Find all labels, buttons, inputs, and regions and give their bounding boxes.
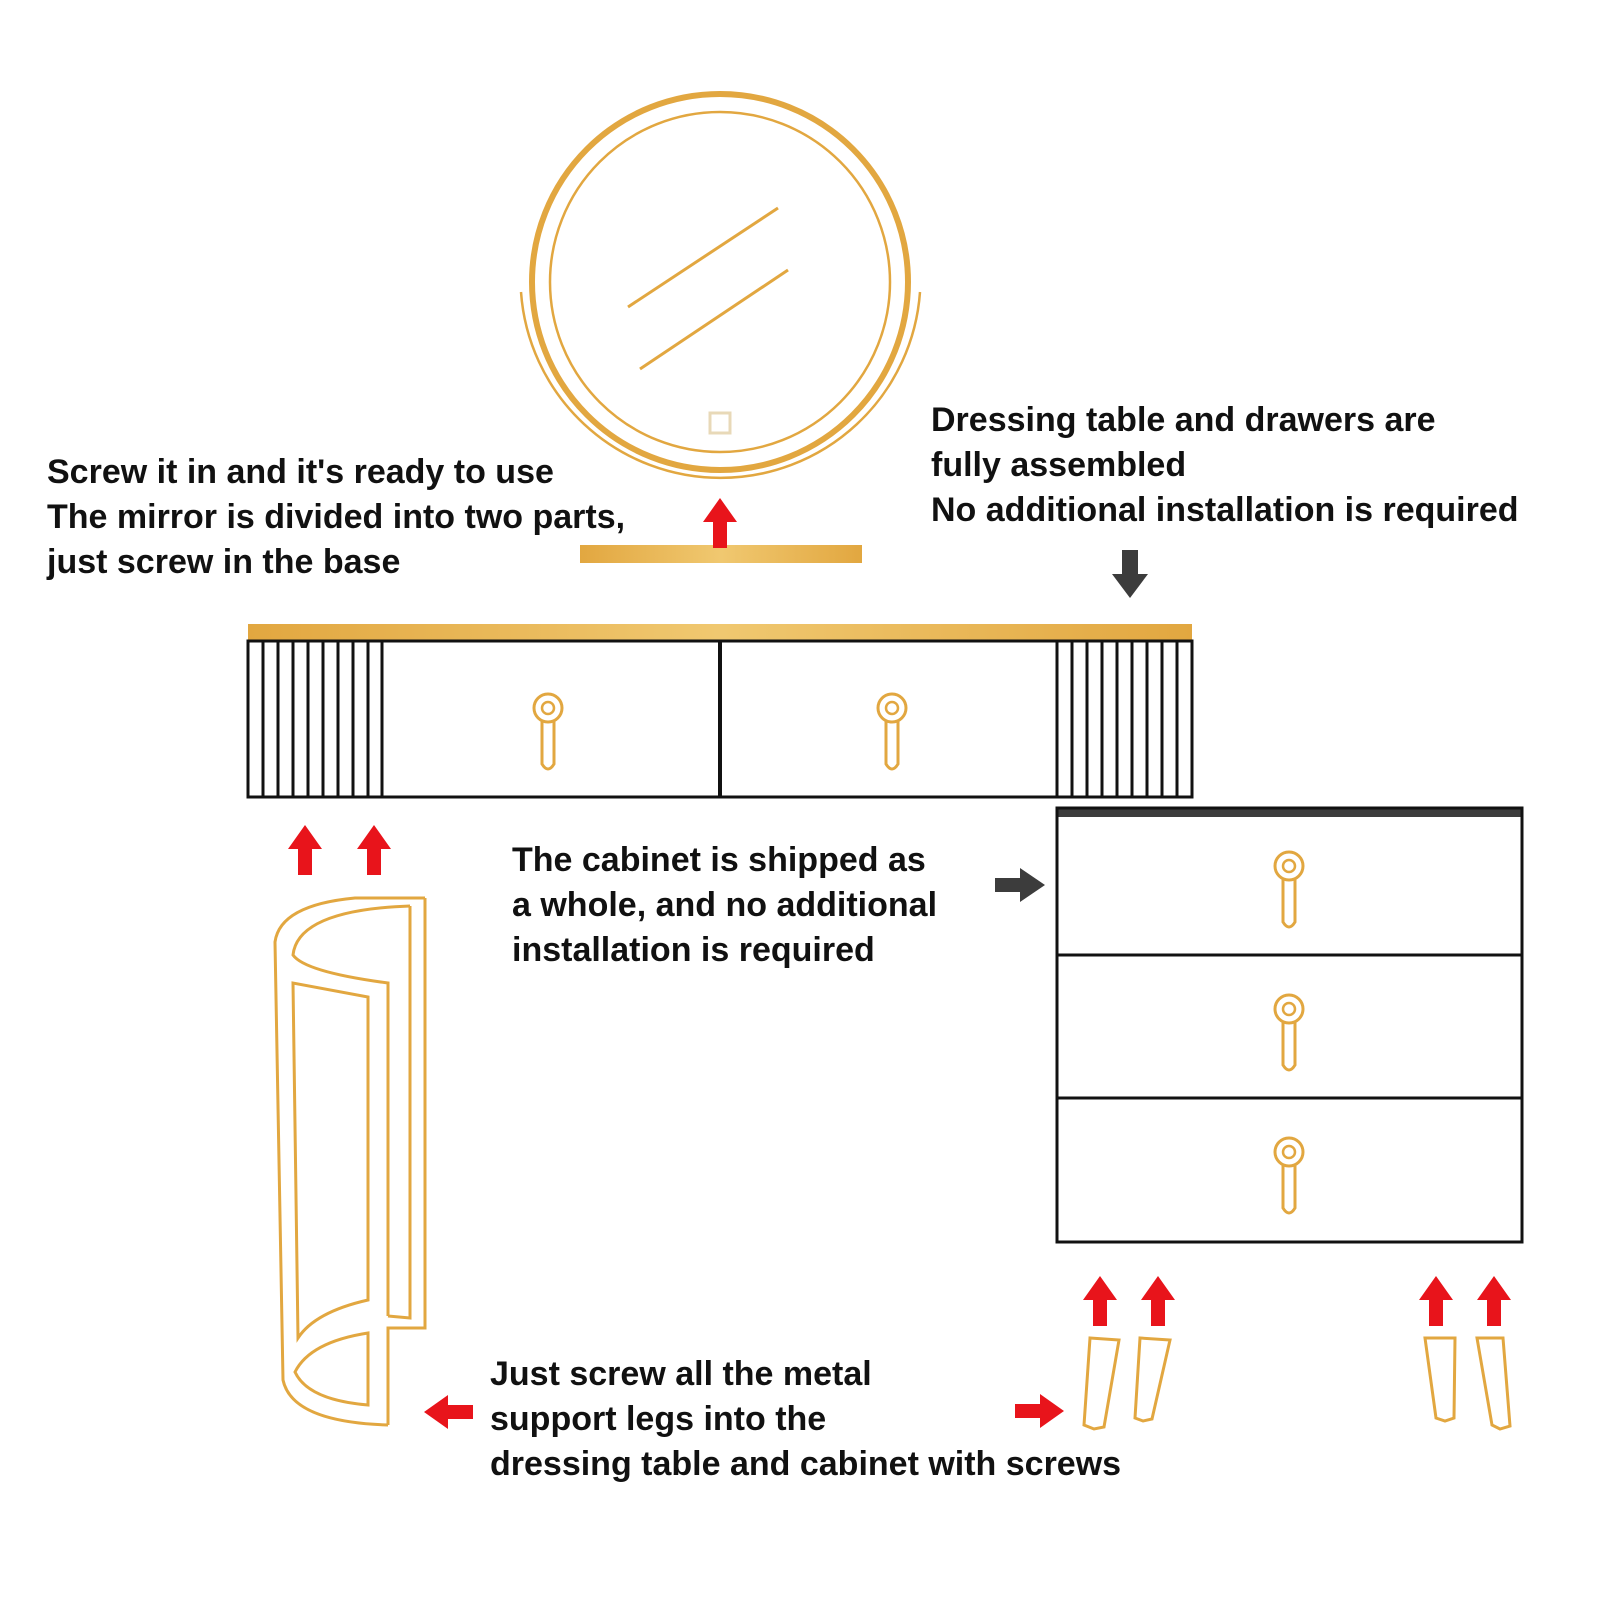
tapered-leg bbox=[1133, 1336, 1172, 1423]
drawer-pull-icon bbox=[1273, 993, 1305, 1072]
table-assembly-note: Dressing table and drawers are fully ass… bbox=[931, 398, 1519, 533]
tapered-leg bbox=[1082, 1336, 1121, 1431]
mirror-glare-line bbox=[639, 268, 789, 371]
touch-switch-icon bbox=[708, 411, 732, 435]
note-line: Dressing table and drawers are bbox=[931, 401, 1436, 439]
note-line: Just screw all the metal bbox=[490, 1355, 872, 1393]
note-line: Screw it in and it's ready to use bbox=[47, 453, 554, 491]
red-up-arrow-icon bbox=[1083, 1276, 1117, 1326]
note-line: dressing table and cabinet with screws bbox=[490, 1445, 1122, 1483]
red-up-arrow-icon bbox=[703, 498, 737, 548]
drawer-pull-icon bbox=[1273, 1136, 1305, 1215]
red-up-arrow-icon bbox=[1419, 1276, 1453, 1326]
cabinet-top bbox=[1057, 808, 1522, 817]
right-fluted-panel bbox=[1070, 641, 1179, 797]
drawer-cabinet bbox=[1055, 806, 1524, 1244]
mirror-glare-line bbox=[627, 206, 779, 309]
dressing-table bbox=[246, 624, 1194, 799]
note-line: fully assembled bbox=[931, 446, 1187, 484]
drawer-pull-icon bbox=[876, 692, 908, 771]
note-line: No additional installation is required bbox=[931, 491, 1519, 529]
curved-metal-leg bbox=[273, 896, 427, 1427]
mirror-assembly-note: Screw it in and it's ready to use The mi… bbox=[47, 450, 625, 585]
left-fluted-panel bbox=[261, 641, 370, 797]
note-line: a whole, and no additional bbox=[512, 886, 938, 924]
drawer-pull-icon bbox=[532, 692, 564, 771]
legs-note: Just screw all the metal support legs in… bbox=[490, 1352, 1121, 1487]
gray-down-arrow-icon bbox=[1112, 550, 1148, 598]
mirror-base bbox=[580, 545, 862, 563]
note-line: installation is required bbox=[512, 931, 875, 969]
red-up-arrow-icon bbox=[1141, 1276, 1175, 1326]
note-line: support legs into the bbox=[490, 1400, 827, 1438]
red-up-arrow-icon bbox=[288, 825, 322, 875]
note-line: just screw in the base bbox=[47, 543, 401, 581]
red-left-arrow-icon bbox=[424, 1395, 473, 1429]
note-line: The mirror is divided into two parts, bbox=[47, 498, 626, 536]
red-up-arrow-icon bbox=[357, 825, 391, 875]
tapered-leg bbox=[1475, 1336, 1512, 1431]
round-mirror bbox=[519, 91, 922, 480]
table-top bbox=[248, 624, 1192, 641]
cabinet-note: The cabinet is shipped as a whole, and n… bbox=[512, 838, 937, 973]
tapered-leg bbox=[1423, 1336, 1457, 1423]
note-line: The cabinet is shipped as bbox=[512, 841, 926, 879]
red-up-arrow-icon bbox=[1477, 1276, 1511, 1326]
gray-right-arrow-icon bbox=[995, 868, 1045, 902]
drawer-pull-icon bbox=[1273, 850, 1305, 929]
red-right-arrow-icon bbox=[1015, 1394, 1064, 1428]
